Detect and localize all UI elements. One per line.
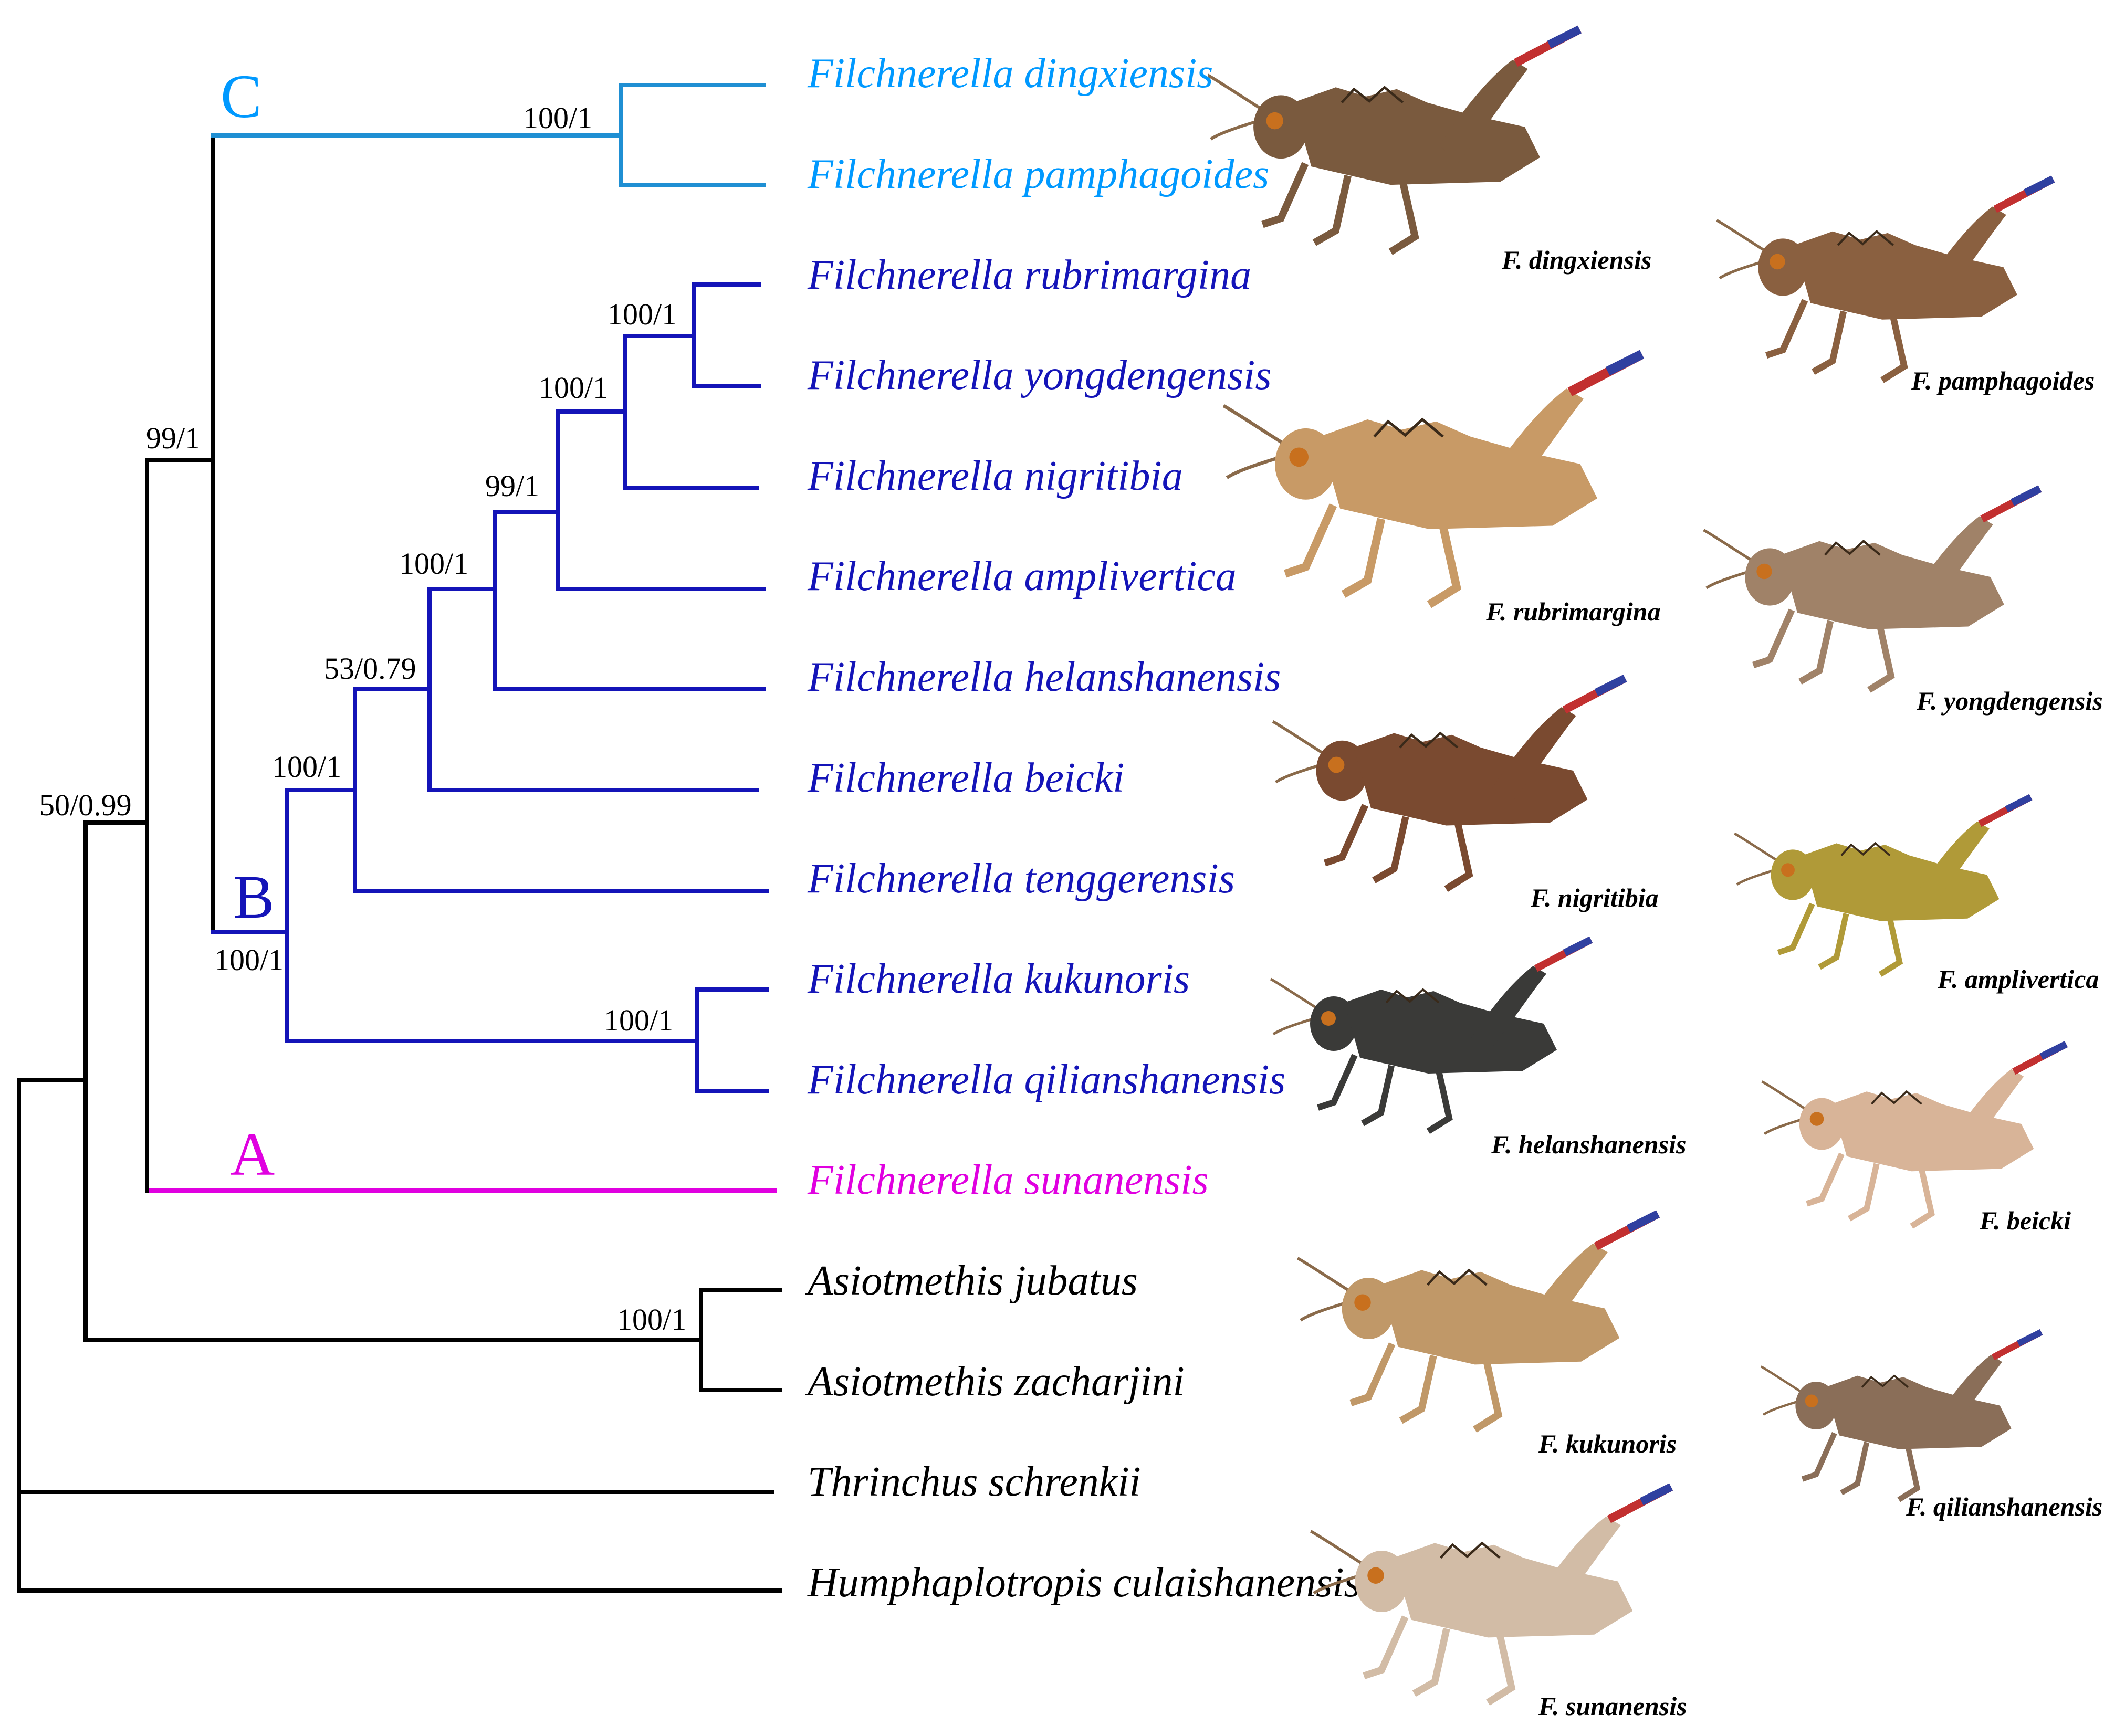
photo-label: F. dingxiensis [1502,245,1652,275]
photo-label: F. kukunoris [1538,1429,1677,1458]
support-c-crown: 100/1 [523,101,593,135]
tip-label: Filchnerella amplivertica [808,553,1237,599]
grasshopper-photo-icon [1208,16,1586,262]
support-b100b: 100/1 [539,371,609,405]
clade-b-label: B [233,862,275,931]
support-b100c: 100/1 [608,297,677,331]
photo-label: F. qilianshanensis [1906,1492,2103,1521]
tip-label: Filchnerella helanshanensis [808,654,1281,700]
photo-label: F. amplivertica [1938,964,2099,994]
tip-label: Humphaplotropis culaishanensis [808,1560,1360,1606]
tip-label: Filchnerella sunanensis [808,1157,1209,1203]
support-b-crown: 100/1 [214,943,284,977]
photo-label: F. pamphagoides [1911,366,2095,395]
clade-b-branches [211,282,769,1093]
support-b53: 53/0.79 [324,651,416,686]
support-b-main: 100/1 [272,750,342,784]
tip-label: Filchnerella tenggerensis [808,856,1235,902]
photo-label: F. helanshanensis [1491,1130,1687,1159]
grasshopper-photo-icon [1250,929,1617,1139]
tip-label: Asiotmethis zacharjini [808,1359,1185,1405]
grasshopper-photo-icon [1717,1323,2090,1507]
outgroup-branches [17,133,782,1593]
photo-label: F. beicki [1980,1206,2071,1235]
clade-a-label: A [230,1120,275,1188]
grasshopper-photo-icon [1302,1475,1686,1711]
support-b99: 99/1 [485,469,540,503]
tip-label: Filchnerella rubrimargina [808,252,1252,298]
grasshopper-photo-icon [1223,331,1649,625]
grasshopper-photo-icon [1754,1034,2079,1234]
support-filch-abc: 99/1 [146,421,201,455]
tip-label: Asiotmethis jubatus [808,1258,1138,1304]
support-kuku-qilian: 100/1 [604,1003,674,1037]
grasshopper-photo-icon [1696,787,2074,982]
photo-label: F. yongdengensis [1917,686,2103,716]
support-asiotmethis: 100/1 [617,1302,687,1337]
clade-c-label: C [221,62,262,131]
support-b100a: 100/1 [399,546,469,581]
grasshopper-photo-icon [1286,1202,1675,1438]
grasshopper-photo-icon [1244,667,1659,898]
tip-label: Filchnerella yongdengensis [808,352,1272,398]
tip-label: Filchnerella dingxiensis [808,50,1213,97]
support-root-inner: 50/0.99 [39,788,132,822]
grasshopper-photo-icon [1675,168,2100,388]
photo-label: F. nigritibia [1531,883,1659,912]
tip-label: Filchnerella beicki [808,755,1125,801]
tip-label: Filchnerella pamphagoides [808,151,1270,197]
photo-label: F. rubrimargina [1486,597,1661,626]
tip-label: Thrinchus schrenkii [808,1459,1141,1505]
photo-label: F. sunanensis [1538,1691,1687,1721]
tip-label: Filchnerella qilianshanensis [808,1057,1286,1103]
tip-label: Filchnerella nigritibia [808,453,1183,499]
clade-c-branches [211,83,766,187]
grasshopper-photo-icon [1680,478,2069,698]
tip-label: Filchnerella kukunoris [808,956,1190,1002]
